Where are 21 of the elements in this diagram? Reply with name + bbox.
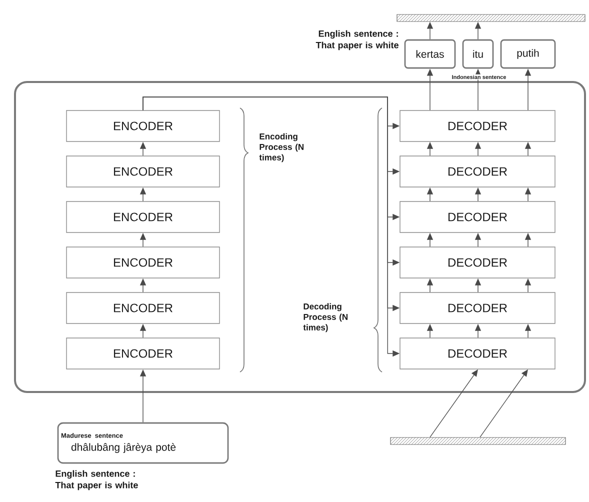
word-box: itu <box>462 39 494 69</box>
decoder-box: DECODER <box>400 246 556 278</box>
encoder-box: ENCODER <box>66 246 220 278</box>
container-panel <box>14 81 586 393</box>
process-label: Encoding Process (N times) <box>259 133 304 162</box>
hatched-bar <box>396 14 586 22</box>
hatched-bar <box>390 437 566 445</box>
process-label: Decoding Process (N times) <box>303 303 348 332</box>
word-box: kertas <box>404 39 456 69</box>
decoder-box: DECODER <box>400 201 556 233</box>
decoder-box: DECODER <box>400 110 556 142</box>
word-box: putih <box>500 39 556 69</box>
decoder-box: DECODER <box>400 338 556 370</box>
encoder-box: ENCODER <box>66 110 220 142</box>
decoder-box: DECODER <box>400 292 556 324</box>
decoder-box: DECODER <box>400 156 556 188</box>
encoder-box: ENCODER <box>66 156 220 188</box>
encoder-box: ENCODER <box>66 292 220 324</box>
sentence-caption: English sentence : That paper is white <box>316 30 398 50</box>
encoder-box: ENCODER <box>66 338 220 370</box>
encoder-box: ENCODER <box>66 201 220 233</box>
